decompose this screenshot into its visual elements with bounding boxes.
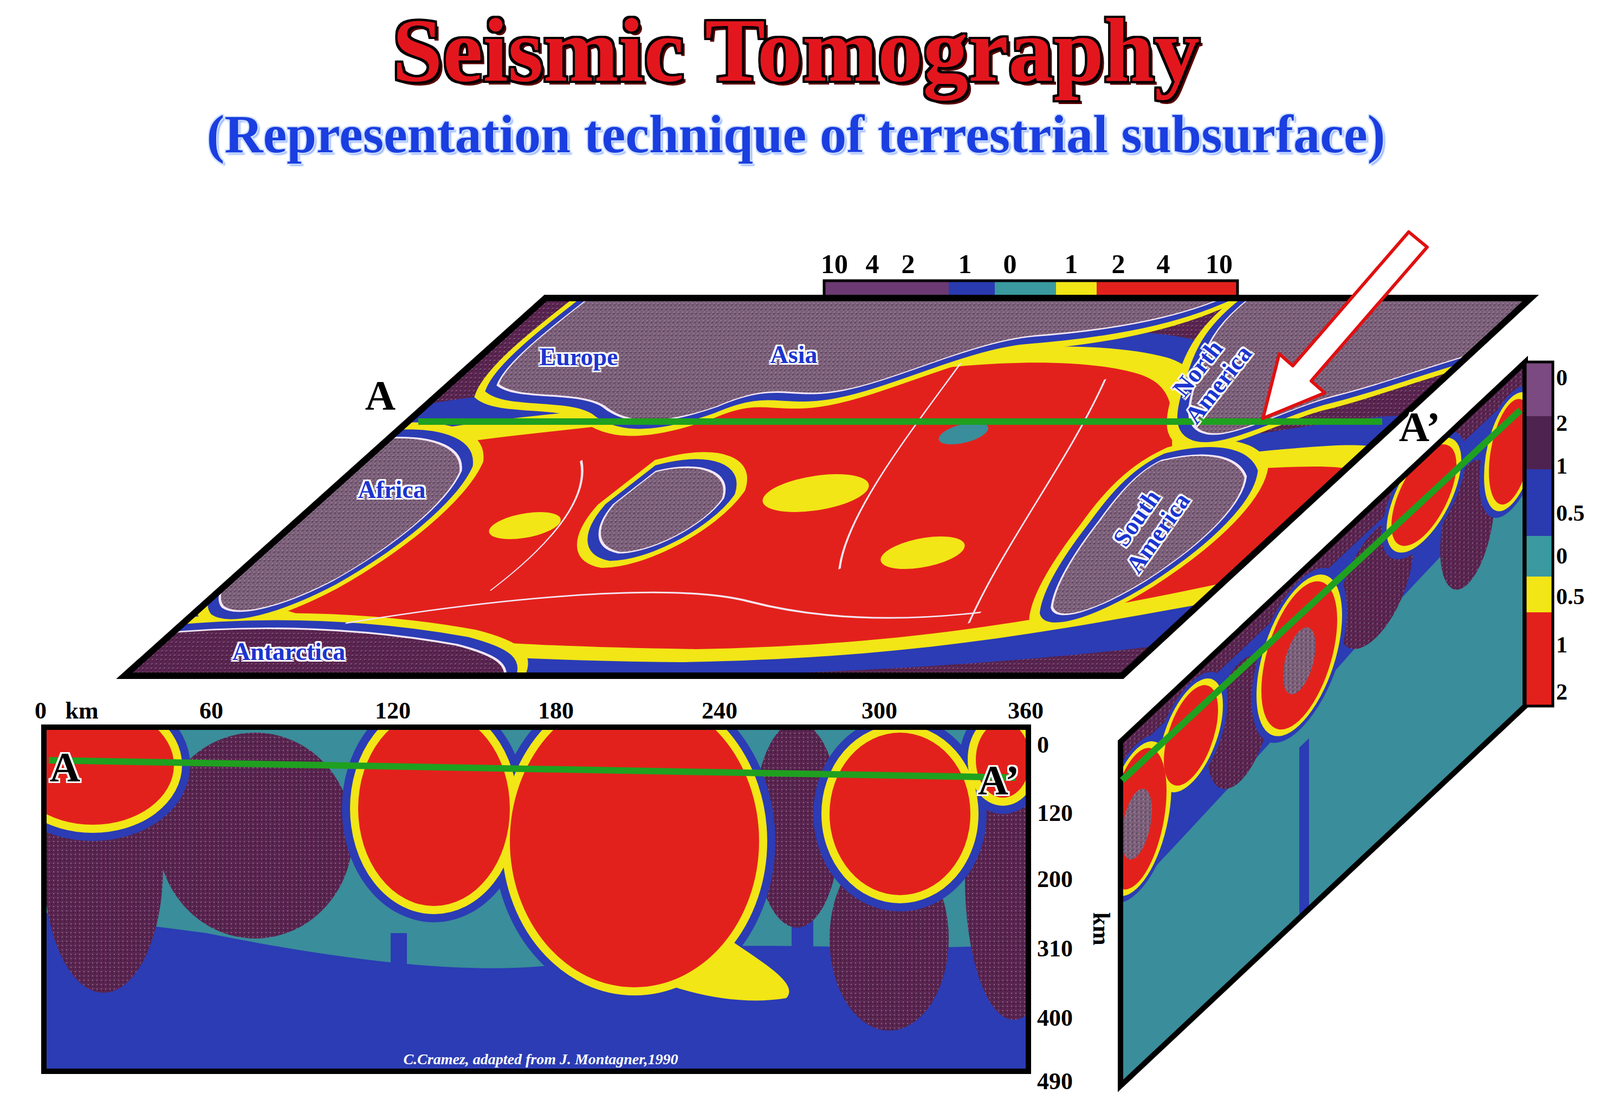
depth-value: 310 xyxy=(1037,936,1073,962)
scale-value: 1 xyxy=(1064,249,1079,279)
axis-value: 0 xyxy=(34,698,47,724)
continent-label: Europe xyxy=(539,344,619,371)
scale-value: 0.5 xyxy=(1556,501,1585,526)
scale-value: 1 xyxy=(1556,632,1568,657)
subtitle: (Representation technique of terrestrial… xyxy=(206,106,1386,163)
continent-label: Antarctica xyxy=(232,638,346,665)
scale-value: 0.5 xyxy=(1556,584,1585,609)
scale-value: 1 xyxy=(958,249,973,279)
scale-value: 0 xyxy=(1556,365,1568,390)
scale-value: 2 xyxy=(1556,411,1568,436)
side-section xyxy=(1106,345,1538,1100)
depth-value: 490 xyxy=(1037,1069,1073,1094)
axis-unit: km xyxy=(65,698,99,724)
section-endpoint: A xyxy=(365,373,396,418)
axis-value: 180 xyxy=(538,698,574,724)
depth-value: 400 xyxy=(1037,1005,1073,1031)
pointer-arrow xyxy=(1262,231,1428,419)
section-line xyxy=(1122,410,1521,781)
axis-value: 360 xyxy=(1007,698,1044,724)
side-border xyxy=(1120,361,1526,1086)
depth-value: 0 xyxy=(1037,732,1049,758)
scale-value: 2 xyxy=(901,249,916,279)
credit-note: C.Cramez, adapted from J. Montagner,1990 xyxy=(403,1051,678,1067)
axis-value: 240 xyxy=(701,698,738,724)
scale-value: 2 xyxy=(1111,249,1126,279)
axis-value: 300 xyxy=(861,698,898,724)
continent-label: North America xyxy=(1149,311,1268,443)
scale-value: 10 xyxy=(1205,249,1233,279)
scale-value: 1 xyxy=(1556,454,1568,478)
cross-section xyxy=(43,727,1029,1072)
side-colour-bar xyxy=(1525,361,1553,706)
axis-unit: km xyxy=(1088,911,1114,945)
section-border xyxy=(43,727,1029,1072)
scale-value: 2 xyxy=(1556,679,1568,704)
section-line xyxy=(48,760,1016,778)
axis-value: 120 xyxy=(374,698,411,724)
depth-value: 200 xyxy=(1037,866,1073,892)
scale-value: 10 xyxy=(820,249,848,279)
title: Seismic Tomography xyxy=(392,2,1200,98)
map-face xyxy=(94,287,1577,689)
section-endpoint: A’ xyxy=(1398,404,1441,450)
scale-value: 4 xyxy=(865,249,880,279)
scale-value: 0 xyxy=(1556,543,1568,568)
depth-value: 120 xyxy=(1037,800,1073,826)
scale-value: 4 xyxy=(1156,249,1171,279)
continent-label: South America xyxy=(1090,459,1205,592)
scale-value: 0 xyxy=(1003,249,1017,279)
continent-label: Asia xyxy=(770,341,818,368)
section-endpoint: A xyxy=(49,745,81,790)
axis-value: 60 xyxy=(199,698,224,724)
section-line xyxy=(418,418,1383,425)
section-endpoint: A’ xyxy=(977,758,1020,803)
continent-label: Africa xyxy=(357,476,426,503)
